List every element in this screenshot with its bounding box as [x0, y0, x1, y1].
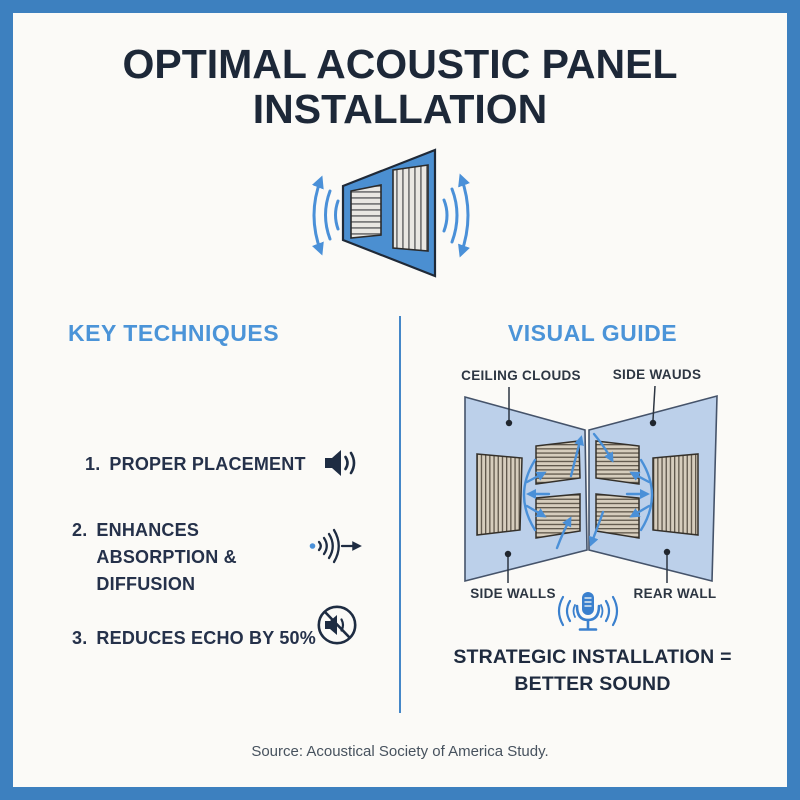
technique-item-2: 2. ENHANCES ABSORPTION & DIFFUSION: [72, 517, 254, 598]
section-divider: [399, 316, 401, 713]
muted-speaker-icon: [316, 604, 358, 651]
sound-wave-arrow-icon: [308, 527, 366, 570]
label-rear-wall: REAR WALL: [633, 586, 717, 601]
label-side-walls: SIDE WALLS: [470, 586, 556, 601]
technique-1-label: PROPER PLACEMENT: [109, 454, 306, 474]
acoustic-panel-illustration-icon: [288, 143, 508, 295]
page-title: OPTIMAL ACOUSTIC PANEL INSTALLATION: [122, 41, 678, 132]
key-techniques-heading: KEY TECHNIQUES: [68, 320, 280, 346]
slogan-line-1: STRATEGIC INSTALLATION =: [453, 646, 732, 668]
room-corner-diagram: CEILING CLOUDS SIDE WAUDS SIDE WALLS REA…: [443, 360, 765, 662]
slogan: STRATEGIC INSTALLATION = BETTER SOUND: [420, 644, 765, 698]
label-ceiling-clouds: CEILING CLOUDS: [461, 368, 581, 383]
technique-item-3: 3. REDUCES ECHO BY 50%: [72, 625, 316, 652]
microphone-icon: [548, 589, 628, 641]
label-side-wauds: SIDE WAUDS: [612, 367, 702, 382]
technique-2-label: ENHANCES ABSORPTION & DIFFUSION: [96, 520, 237, 594]
technique-3-label: REDUCES ECHO BY 50%: [96, 628, 316, 648]
technique-3-number: 3.: [72, 628, 88, 648]
visual-guide-heading: VISUAL GUIDE: [507, 320, 678, 346]
speaker-volume-icon: [322, 446, 360, 485]
slogan-line-2: BETTER SOUND: [514, 673, 671, 695]
technique-2-number: 2.: [72, 520, 88, 540]
source-citation: Source: Acoustical Society of America St…: [251, 743, 549, 760]
technique-item-1: 1. PROPER PLACEMENT: [85, 451, 306, 478]
technique-1-number: 1.: [85, 454, 101, 474]
